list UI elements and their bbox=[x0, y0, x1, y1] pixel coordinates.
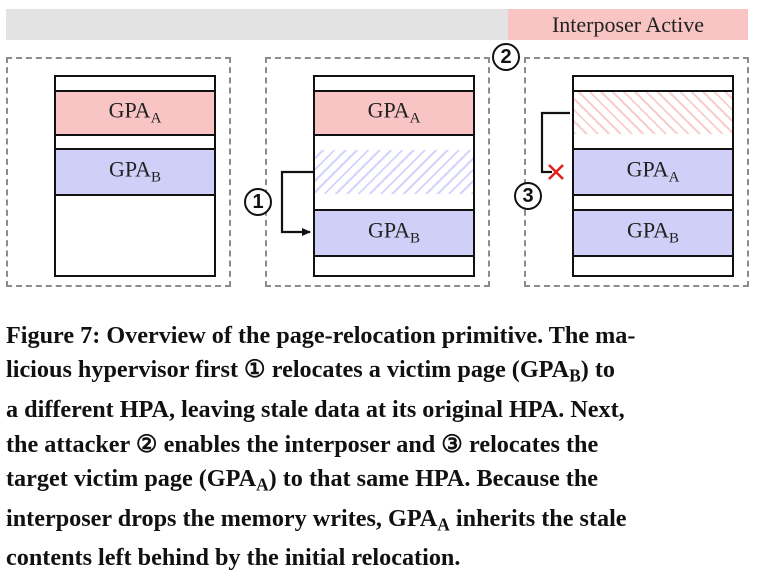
step-3-marker: 3 bbox=[514, 182, 542, 210]
divider bbox=[574, 90, 732, 92]
page-gpa-b-label: GPAB bbox=[367, 217, 420, 247]
divider bbox=[315, 209, 473, 211]
caption-line: Figure 7: Overview of the page-relocatio… bbox=[6, 322, 636, 349]
relocation-arrow-1 bbox=[280, 170, 315, 236]
page-gpa-b-relocated: GPAB bbox=[315, 211, 473, 255]
page-gpa-a-label: GPAA bbox=[626, 156, 680, 186]
divider bbox=[56, 148, 214, 150]
divider bbox=[574, 209, 732, 211]
step-2-marker: 2 bbox=[492, 43, 520, 71]
page-gpa-b-label: GPAB bbox=[626, 217, 679, 247]
panel-second-relocation: GPAA GPAB bbox=[524, 57, 749, 287]
divider bbox=[315, 90, 473, 92]
relocation-arrow-3 bbox=[540, 111, 570, 174]
caption-line: licious hypervisor first ① relocates a v… bbox=[6, 356, 615, 386]
page-gpa-a: GPAA bbox=[315, 92, 473, 134]
interposer-inactive-bar bbox=[6, 9, 508, 40]
caption-line: target victim page (GPAA) to that same H… bbox=[6, 464, 599, 495]
page-gpa-b-label: GPAB bbox=[108, 156, 161, 186]
page-gpa-a: GPAA bbox=[56, 92, 214, 134]
stale-data-region bbox=[315, 150, 473, 194]
page-gpa-b: GPAB bbox=[574, 211, 732, 255]
relocation-figure: Interposer Active GPAA GPAB GPAA GPAB bbox=[6, 9, 749, 287]
page-gpa-a-label: GPAA bbox=[108, 97, 162, 127]
divider bbox=[56, 194, 214, 196]
panel-initial: GPAA GPAB bbox=[6, 57, 231, 287]
memory-block-initial: GPAA GPAB bbox=[54, 75, 216, 277]
divider bbox=[574, 148, 732, 150]
arrows-overlay bbox=[280, 111, 570, 236]
interposer-active-banner: Interposer Active bbox=[508, 9, 748, 40]
page-gpa-b: GPAB bbox=[56, 150, 214, 194]
caption-line: a different HPA, leaving stale data at i… bbox=[6, 396, 625, 424]
divider bbox=[56, 134, 214, 136]
page-gpa-a-label: GPAA bbox=[367, 97, 421, 127]
dropped-write-cross-icon bbox=[548, 164, 564, 180]
divider bbox=[315, 255, 473, 257]
step-1-marker: 1 bbox=[244, 188, 272, 216]
page-gpa-a-stale: GPAA bbox=[574, 150, 732, 194]
memory-block-after-step1: GPAA GPAB bbox=[313, 75, 475, 277]
vacated-gpa-a-region bbox=[574, 92, 732, 134]
divider bbox=[574, 194, 732, 196]
divider bbox=[56, 90, 214, 92]
caption-line: the attacker ② enables the interposer an… bbox=[6, 430, 599, 458]
caption-line: interposer drops the memory writes, GPAA… bbox=[6, 504, 627, 535]
caption-line: contents left behind by the initial relo… bbox=[6, 544, 461, 572]
divider bbox=[315, 134, 473, 136]
figure-caption: Figure 7: Overview of the page-relocatio… bbox=[6, 319, 750, 576]
memory-block-after-step3: GPAA GPAB bbox=[572, 75, 734, 277]
divider bbox=[574, 255, 732, 257]
panel-first-relocation: GPAA GPAB bbox=[265, 57, 490, 287]
